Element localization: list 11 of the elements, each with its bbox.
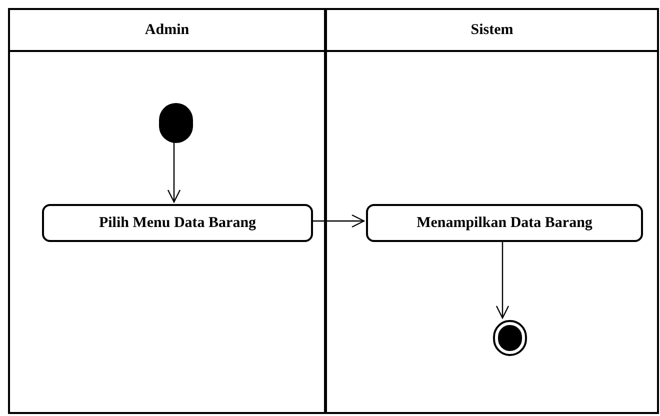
lane-heading: Sistem [470, 20, 514, 40]
lane-heading: Admin [144, 20, 190, 40]
action-box: Pilih Menu Data Barang [42, 204, 313, 242]
action-box: Menampilkan Data Barang [366, 204, 643, 242]
arrow [167, 141, 181, 203]
arrow [496, 240, 510, 319]
swimlane [8, 8, 326, 414]
final-node [493, 320, 527, 356]
initial-node [159, 103, 193, 143]
arrow [311, 214, 365, 228]
swimlane [325, 8, 659, 414]
